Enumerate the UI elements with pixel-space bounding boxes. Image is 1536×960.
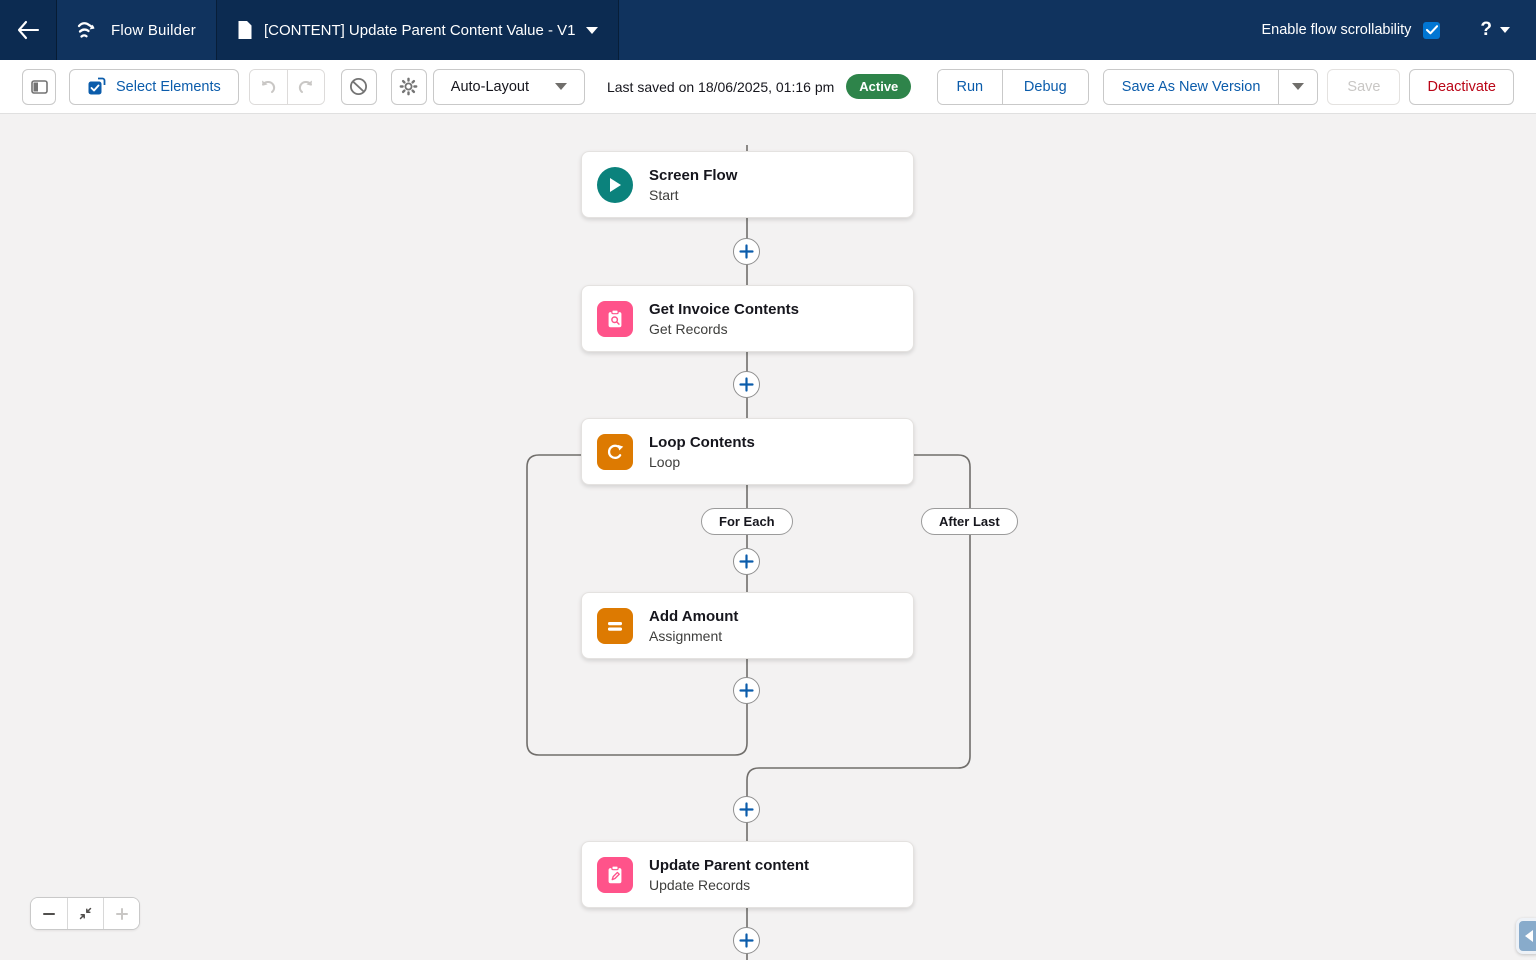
loop-icon — [597, 433, 633, 470]
run-debug-group: Run Debug — [936, 68, 1089, 105]
branch-label-after-last: After Last — [921, 508, 1018, 535]
flow-connectors — [526, 145, 971, 960]
app-name: Flow Builder — [111, 21, 196, 39]
zoom-controls — [30, 897, 140, 930]
redo-button[interactable] — [286, 69, 324, 104]
help-menu[interactable]: ? — [1480, 19, 1510, 41]
flow-settings-button[interactable] — [390, 68, 427, 105]
undo-redo-group — [248, 68, 325, 105]
play-icon — [597, 166, 633, 203]
zoom-in-button[interactable] — [103, 898, 139, 929]
zoom-in-icon — [115, 907, 128, 920]
layout-select[interactable]: Auto-Layout — [432, 68, 585, 105]
node-add-amount[interactable]: Add Amount Assignment — [581, 592, 914, 659]
disable-elements-button[interactable] — [340, 68, 377, 105]
add-element-icon — [739, 802, 754, 817]
save-as-new-version-button[interactable]: Save As New Version — [1103, 69, 1279, 104]
expand-panel-button[interactable] — [1516, 918, 1536, 954]
node-subtitle: Start — [649, 186, 679, 203]
select-elements-label: Select Elements — [116, 78, 221, 95]
chevron-down-icon — [586, 26, 599, 34]
app-header: Flow Builder [CONTENT] Update Parent Con… — [0, 0, 1536, 60]
disable-icon — [350, 78, 368, 95]
panel-toggle-icon — [30, 79, 48, 94]
select-elements-button[interactable]: Select Elements — [69, 68, 239, 105]
flow-title-menu[interactable]: [CONTENT] Update Parent Content Value - … — [215, 0, 620, 60]
node-title: Get Invoice Contents — [649, 300, 800, 318]
fit-view-button[interactable] — [67, 898, 103, 929]
add-element-button[interactable] — [733, 927, 760, 954]
node-title: Add Amount — [649, 607, 739, 625]
node-title: Screen Flow — [649, 166, 738, 184]
save-as-dropdown-button[interactable] — [1278, 69, 1318, 104]
layout-select-value: Auto-Layout — [450, 78, 529, 95]
flow-builder-brand: Flow Builder — [57, 0, 216, 60]
chevron-down-icon — [1292, 83, 1305, 90]
checkbox-checked-icon — [1425, 25, 1438, 35]
branch-label-for-each: For Each — [701, 508, 793, 535]
debug-button[interactable]: Debug — [1001, 69, 1088, 104]
node-loop-contents[interactable]: Loop Contents Loop — [581, 418, 914, 485]
flow-builder-logo-icon — [77, 22, 95, 38]
deactivate-button[interactable]: Deactivate — [1409, 68, 1514, 105]
node-get-invoice-contents[interactable]: Get Invoice Contents Get Records — [581, 285, 914, 352]
node-subtitle: Update Records — [649, 876, 751, 893]
after-last-label: After Last — [939, 514, 1000, 529]
gear-icon — [399, 77, 418, 96]
add-element-button[interactable] — [733, 796, 760, 823]
add-element-button[interactable] — [733, 238, 760, 265]
node-title: Update Parent content — [649, 856, 810, 874]
document-icon — [238, 21, 252, 39]
clipboard-search-icon — [597, 300, 633, 337]
expand-panel-icon — [1525, 930, 1533, 942]
node-title: Loop Contents — [649, 433, 755, 451]
add-element-icon — [739, 683, 754, 698]
add-element-icon — [739, 244, 754, 259]
flow-canvas[interactable]: For Each After Last Screen Flow Start Ge… — [0, 114, 1536, 960]
status-badge: Active — [846, 74, 912, 99]
undo-icon — [262, 80, 276, 93]
add-element-icon — [739, 554, 754, 569]
add-element-icon — [739, 933, 754, 948]
add-element-button[interactable] — [733, 677, 760, 704]
add-element-button[interactable] — [733, 371, 760, 398]
scrollability-checkbox[interactable] — [1423, 21, 1441, 39]
zoom-out-button[interactable] — [31, 898, 67, 929]
back-arrow-icon — [17, 20, 40, 40]
node-update-parent-content[interactable]: Update Parent content Update Records — [581, 841, 914, 908]
clipboard-edit-icon — [597, 856, 633, 893]
add-element-button[interactable] — [733, 548, 760, 575]
undo-button[interactable] — [249, 69, 287, 104]
chevron-down-icon — [554, 83, 567, 90]
zoom-out-icon — [43, 912, 55, 915]
multi-select-icon — [88, 77, 106, 95]
last-saved-text: Last saved on 18/06/2025, 01:16 pm — [606, 78, 835, 95]
save-as-new-version-split-button: Save As New Version — [1102, 68, 1319, 105]
flow-title: [CONTENT] Update Parent Content Value - … — [263, 21, 576, 39]
node-subtitle: Loop — [649, 453, 681, 470]
redo-icon — [298, 80, 312, 93]
chevron-down-icon — [1500, 27, 1510, 33]
equals-icon — [597, 607, 633, 644]
run-button[interactable]: Run — [937, 69, 1002, 104]
node-subtitle: Assignment — [649, 627, 723, 644]
back-button[interactable] — [0, 0, 57, 60]
for-each-label: For Each — [719, 514, 775, 529]
flow-toolbar: Select Elements — [0, 60, 1536, 114]
fit-view-icon — [79, 907, 92, 920]
scrollability-label: Enable flow scrollability — [1261, 22, 1412, 38]
node-screen-flow-start[interactable]: Screen Flow Start — [581, 151, 914, 218]
add-element-icon — [739, 377, 754, 392]
save-button[interactable]: Save — [1327, 68, 1401, 105]
node-subtitle: Get Records — [649, 320, 728, 337]
toggle-toolbox-button[interactable] — [22, 68, 56, 105]
help-icon: ? — [1480, 19, 1492, 40]
